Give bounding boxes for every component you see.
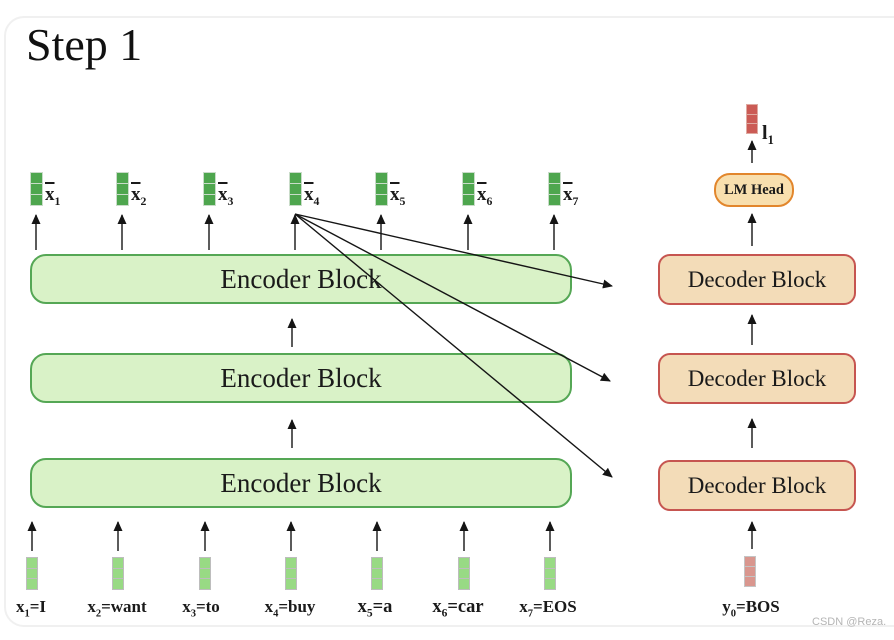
input-token-label-1: x1=I <box>15 597 47 620</box>
encoder-output-vector-7 <box>548 172 561 206</box>
encoder-output-vector-6 <box>462 172 475 206</box>
encoder-output-label-1: x1 <box>45 184 61 208</box>
encoder-block-1-label: Encoder Block <box>220 263 382 294</box>
encoder-output-label-2: x2 <box>131 184 147 208</box>
input-vector-3 <box>199 557 211 590</box>
diagram-frame <box>4 16 894 627</box>
decoder-input-vector <box>744 556 756 587</box>
input-vector-6 <box>458 557 470 590</box>
encoder-block-2: Encoder Block <box>30 353 572 403</box>
logit-label: l1 <box>762 122 774 147</box>
encoder-output-vector-3 <box>203 172 216 206</box>
decoder-block-3-label: Decoder Block <box>687 472 827 498</box>
encoder-output-label-7: x7 <box>563 184 579 208</box>
encoder-output-vector-1 <box>30 172 43 206</box>
lm-head-block: LM Head <box>714 173 794 207</box>
input-token-label-2: x2=want <box>87 597 147 620</box>
decoder-block-1: Decoder Block <box>658 254 856 305</box>
encoder-output-vector-5 <box>375 172 388 206</box>
encoder-output-vector-4 <box>289 172 302 206</box>
encoder-block-2-label: Encoder Block <box>220 362 382 393</box>
input-vector-7 <box>544 557 556 590</box>
encoder-block-3-label: Encoder Block <box>220 467 382 498</box>
encoder-block-1: Encoder Block <box>30 254 572 304</box>
input-vector-1 <box>26 557 38 590</box>
page-title: Step 1 <box>26 19 143 70</box>
input-token-label-6: x6=car <box>432 597 484 620</box>
input-vector-4 <box>285 557 297 590</box>
decoder-block-2: Decoder Block <box>658 353 856 404</box>
input-token-label-5: x5=a <box>357 597 393 620</box>
input-token-label-3: x3=to <box>182 597 220 620</box>
logit-vector <box>746 104 758 134</box>
encoder-output-label-6: x6 <box>477 184 493 208</box>
decoder-block-2-label: Decoder Block <box>687 365 827 391</box>
decoder-block-3: Decoder Block <box>658 460 856 511</box>
encoder-output-vector-2 <box>116 172 129 206</box>
input-token-label-7: x7=EOS <box>519 597 577 620</box>
encoder-output-label-4: x4 <box>304 184 320 208</box>
watermark: CSDN @Reza. <box>812 616 887 628</box>
input-vector-5 <box>371 557 383 590</box>
encoder-block-3: Encoder Block <box>30 458 572 508</box>
input-vector-2 <box>112 557 124 590</box>
decoder-input-label: y0=BOS <box>722 597 780 620</box>
encoder-output-label-5: x5 <box>390 184 406 208</box>
encoder-output-label-3: x3 <box>218 184 234 208</box>
decoder-block-1-label: Decoder Block <box>687 266 827 292</box>
input-token-label-4: x4=buy <box>264 597 316 620</box>
lm-head-label: LM Head <box>723 181 784 198</box>
